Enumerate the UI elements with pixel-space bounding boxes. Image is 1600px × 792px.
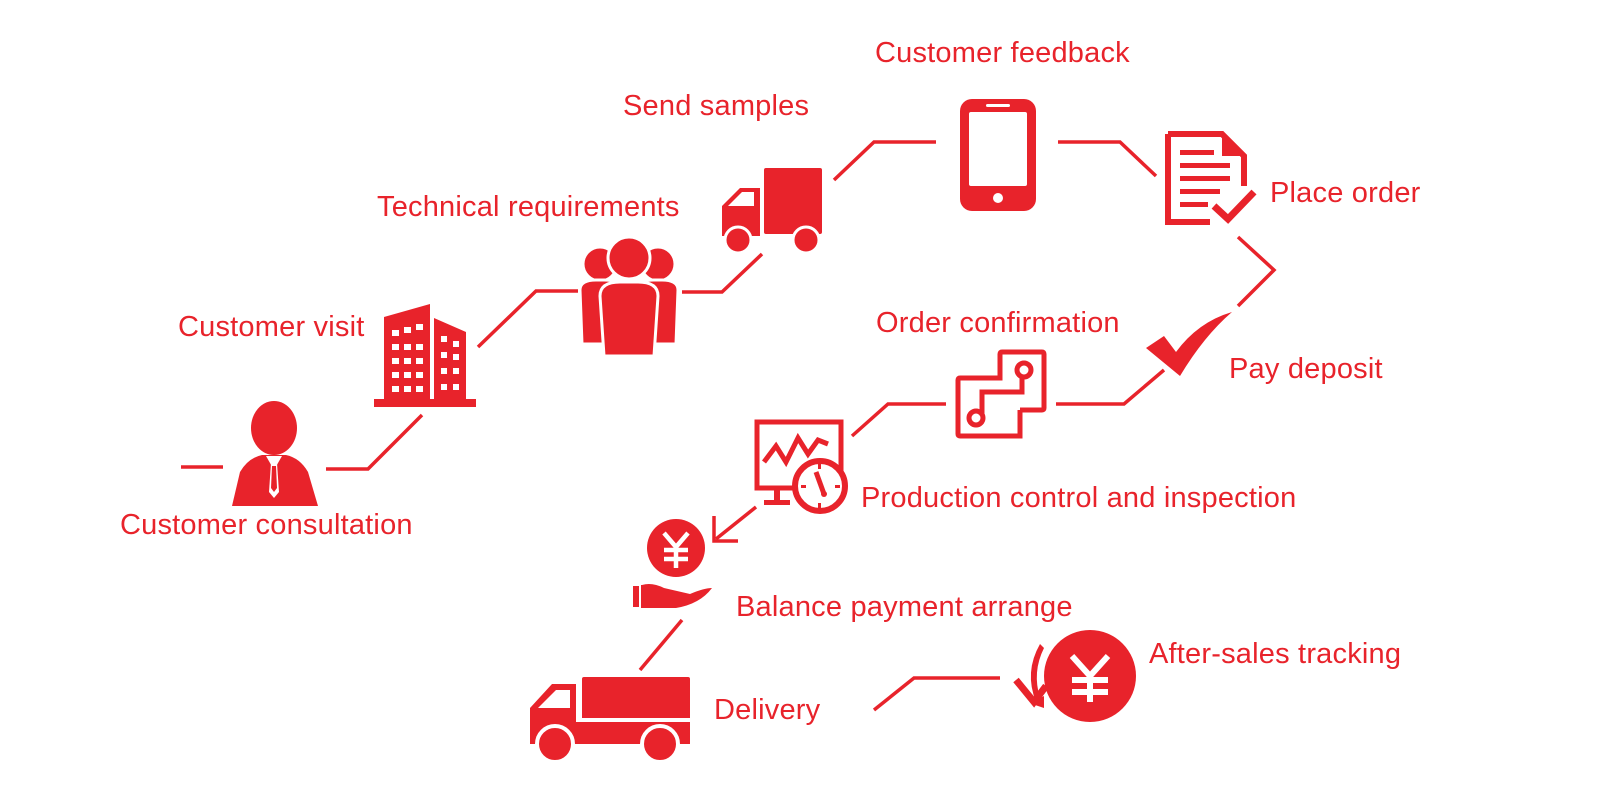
connector-line <box>872 676 1000 712</box>
step-label-customer-feedback: Customer feedback <box>875 37 1130 69</box>
step-label-pay-deposit: Pay deposit <box>1229 353 1383 385</box>
step-label-delivery: Delivery <box>714 694 821 726</box>
connector-arrow-head <box>712 516 738 543</box>
step-label-production-control: Production control and inspection <box>861 482 1297 514</box>
connector-line <box>1056 368 1166 406</box>
step-label-technical-requirements: Technical requirements <box>377 191 680 223</box>
step-label-customer-visit: Customer visit <box>178 311 365 343</box>
connector-line <box>326 413 424 471</box>
step-label-customer-consultation: Customer consultation <box>120 509 413 541</box>
connector-line <box>1058 140 1158 178</box>
connector-line <box>638 618 684 672</box>
connector-line <box>682 252 764 294</box>
connector-line <box>850 402 946 438</box>
connector-line <box>832 140 936 182</box>
step-label-order-confirmation: Order confirmation <box>876 307 1120 339</box>
connector-line <box>1236 235 1277 308</box>
step-label-send-samples: Send samples <box>623 90 810 122</box>
step-label-balance-payment: Balance payment arrange <box>736 591 1073 623</box>
connector-line <box>476 289 578 349</box>
step-label-after-sales: After-sales tracking <box>1149 638 1402 670</box>
step-label-place-order: Place order <box>1270 177 1421 209</box>
connector-arrow <box>714 505 758 541</box>
